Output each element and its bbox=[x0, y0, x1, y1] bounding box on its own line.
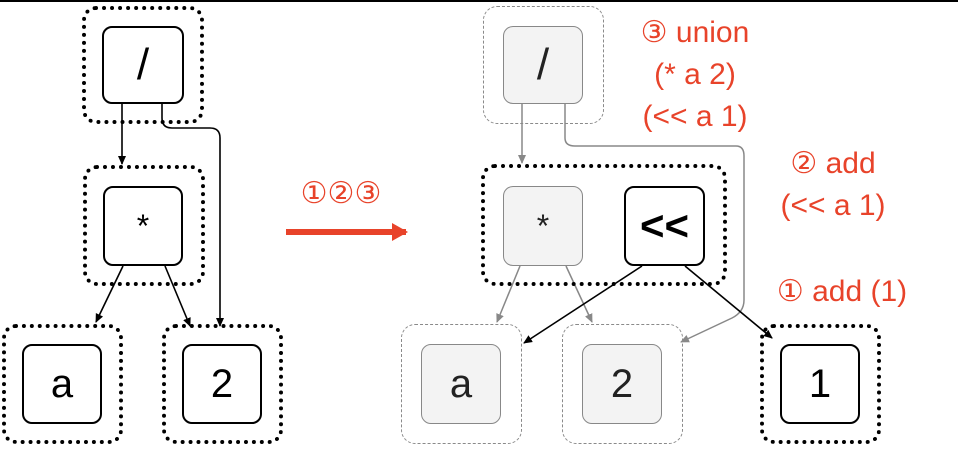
node-mul-left: * bbox=[103, 186, 183, 266]
node-mul-left-label: * bbox=[136, 207, 150, 244]
node-a-right-label: a bbox=[449, 361, 473, 406]
eclass-a-right bbox=[401, 324, 522, 444]
eclass-div-right bbox=[483, 6, 604, 124]
edge-shl-one-right bbox=[684, 265, 773, 339]
annotation-step3-line1: ③ union bbox=[640, 16, 750, 49]
edge-mul-a-right bbox=[496, 265, 521, 323]
annotation-step2: ② add (<< a 1) bbox=[758, 146, 908, 224]
annotation-step3-line2: (* a 2) bbox=[654, 58, 736, 91]
edge-shl-a-right bbox=[523, 265, 643, 344]
annotation-step3-line3: (<< a 1) bbox=[642, 100, 748, 133]
eclass-mul-shl-right bbox=[481, 164, 727, 286]
node-shl-right: << bbox=[624, 186, 705, 266]
eclass-mul-left bbox=[83, 165, 205, 286]
edge-mul-a-left bbox=[95, 265, 124, 323]
node-two-left: 2 bbox=[182, 344, 262, 424]
eclass-two-left bbox=[162, 324, 283, 444]
annotation-step2-line2: (<< a 1) bbox=[780, 189, 886, 222]
eclass-div-left bbox=[82, 6, 204, 124]
edge-mul-two-right bbox=[565, 265, 593, 323]
transition-label: ①②③ bbox=[300, 177, 382, 210]
node-one-right-label: 1 bbox=[808, 361, 832, 406]
edge-mul-two-left bbox=[164, 265, 191, 327]
node-a-right: a bbox=[421, 344, 501, 424]
node-two-right-label: 2 bbox=[610, 361, 634, 406]
node-div-right-label: / bbox=[536, 40, 550, 89]
node-two-right: 2 bbox=[582, 344, 662, 424]
annotation-step1-line1: ① add (1) bbox=[776, 275, 908, 308]
annotation-step3: ③ union (* a 2) (<< a 1) bbox=[610, 15, 780, 135]
annotation-step2-line1: ② add bbox=[790, 147, 876, 180]
eclass-one-right bbox=[760, 324, 881, 444]
eclass-two-right bbox=[562, 324, 683, 444]
node-one-right: 1 bbox=[780, 344, 860, 424]
node-shl-right-label: << bbox=[639, 202, 690, 249]
annotation-step1: ① add (1) bbox=[752, 274, 932, 310]
node-a-left: a bbox=[22, 344, 102, 424]
node-div-left: / bbox=[102, 26, 184, 104]
node-mul-right-label: * bbox=[536, 207, 550, 244]
node-two-left-label: 2 bbox=[210, 361, 234, 406]
top-border bbox=[0, 0, 958, 2]
node-div-left-label: / bbox=[136, 40, 150, 89]
node-div-right: / bbox=[503, 26, 583, 104]
node-a-left-label: a bbox=[50, 361, 74, 406]
node-mul-right: * bbox=[503, 186, 583, 266]
eclass-a-left bbox=[2, 324, 123, 444]
